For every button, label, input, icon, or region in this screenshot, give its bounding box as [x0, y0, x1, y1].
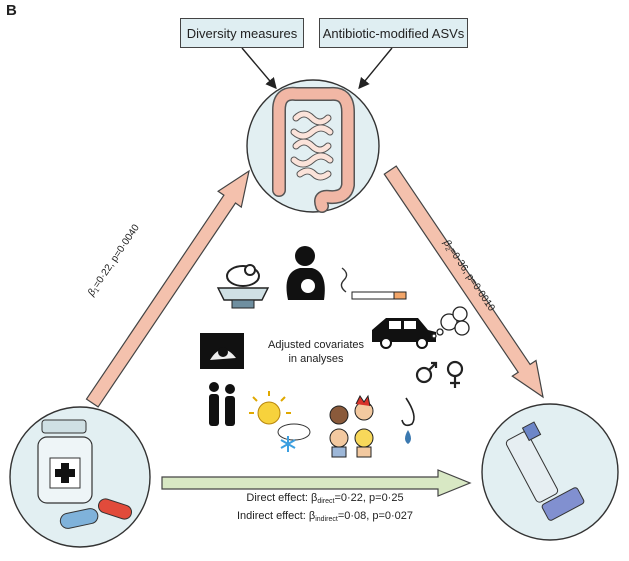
diversity-measures-box: Diversity measures	[180, 18, 304, 48]
panel-label: B	[6, 2, 17, 19]
family-icon	[209, 382, 235, 426]
effects-label: Direct effect: βdirect=0·22, p=0·25 Indi…	[205, 491, 445, 527]
beta1-path-arrow	[85, 169, 250, 408]
asvs-to-gut-arrow	[358, 47, 393, 90]
children-icon	[329, 394, 374, 458]
covariates-label: Adjusted covariates in analyses	[252, 338, 380, 366]
asthma-node	[481, 403, 619, 541]
smoke-cloud-icon	[431, 306, 470, 339]
baby-scale-icon	[216, 264, 270, 309]
direct-path-arrow	[161, 469, 472, 497]
cigarette-icon	[340, 267, 407, 300]
male-female-icon	[415, 360, 464, 388]
direct-effect: Direct effect: βdirect=0·22, p=0·25	[246, 492, 404, 505]
covariates-line1: Adjusted covariates	[268, 339, 364, 351]
antibiotic-asvs-box: Antibiotic-modified ASVs	[319, 18, 468, 48]
car-icon	[372, 318, 436, 349]
covariates-line2: in analyses	[288, 353, 344, 365]
ultrasound-icon	[200, 333, 244, 369]
gut-icon	[272, 86, 355, 213]
nose-icon	[401, 397, 415, 444]
antibiotics-node	[9, 406, 151, 548]
indirect-effect: Indirect effect: βindirect=0·08, p=0·027	[236, 510, 414, 523]
medicine-bottle-icon	[37, 419, 93, 504]
sun-cloud-icon	[249, 391, 311, 441]
inhaler-icon	[505, 421, 585, 521]
gut-node	[246, 79, 380, 213]
snowflake-icon	[280, 436, 296, 452]
beta2-path-arrow	[383, 165, 544, 399]
pill-icon	[59, 498, 133, 529]
diversity-to-gut-arrow	[241, 47, 277, 90]
breastfeeding-icon	[286, 246, 325, 300]
